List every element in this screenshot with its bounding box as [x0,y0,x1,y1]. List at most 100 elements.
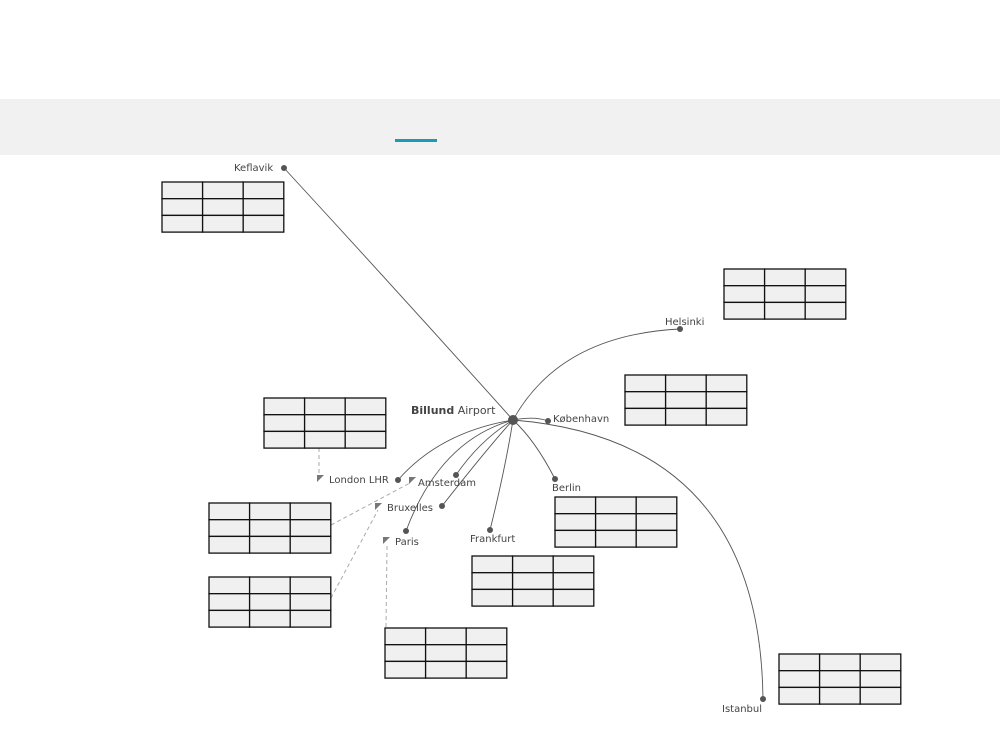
table-cell [635,496,678,515]
header-bar [0,99,1000,155]
info-table-istanbul[interactable] [778,653,902,705]
table-cell [624,391,667,410]
route-keflavik [283,167,514,421]
info-table-k-benhavn[interactable] [624,374,748,426]
airport-dot-bruxelles[interactable] [439,503,445,509]
info-table-frankfurt[interactable] [471,555,595,607]
table-cell [208,609,251,628]
airport-dot-london-lhr[interactable] [395,477,401,483]
info-table-london-lhr[interactable] [263,397,387,449]
table-cell [554,513,597,532]
info-table-bruxelles[interactable] [208,576,332,628]
table-cell [635,513,678,532]
table-cell [465,660,508,679]
table-cell [471,588,514,607]
table-cell [705,374,748,393]
table-cell [242,181,285,200]
table-cell [778,653,821,672]
table-cell [201,181,244,200]
airport-label-frankfurt: Frankfurt [470,534,515,545]
airport-label-istanbul: Istanbul [722,704,762,715]
table-cell [289,535,332,554]
route-paris [405,419,514,532]
table-cell [242,214,285,233]
table-cell [248,502,291,521]
table-cell [465,627,508,646]
table-cell [859,686,902,705]
route-frankfurt [489,419,514,531]
table-cell [778,670,821,689]
info-table-amsterdam[interactable] [208,502,332,554]
flag-marker-icon [375,503,382,510]
table-cell [552,572,595,591]
table-cell [289,502,332,521]
info-table-paris[interactable] [384,627,508,679]
table-cell [161,181,204,200]
airport-dot-paris[interactable] [403,528,409,534]
table-cell [208,535,251,554]
table-cell [635,529,678,548]
flag-marker-icon [383,537,390,544]
hub-label: Billund Airport [411,404,496,417]
table-cell [161,198,204,217]
table-cell [465,644,508,663]
table-cell [248,519,291,538]
table-cell [303,397,346,416]
airport-dot-istanbul[interactable] [760,696,766,702]
table-cell [248,609,291,628]
table-cell [511,572,554,591]
table-cell [384,644,427,663]
airport-dot-k-benhavn[interactable] [545,418,551,424]
route-istanbul [512,419,764,700]
table-cell [859,670,902,689]
airport-dot-keflavik[interactable] [281,165,287,171]
leader-line-amsterdam [330,482,411,526]
hub-dot[interactable] [508,415,518,425]
table-cell [248,593,291,612]
table-cell [818,653,861,672]
airport-label-bruxelles: Bruxelles [387,503,433,514]
table-cell [289,576,332,595]
table-cell [763,285,806,304]
table-cell [778,686,821,705]
table-cell [511,588,554,607]
info-table-berlin[interactable] [554,496,678,548]
table-cell [554,529,597,548]
table-cell [624,407,667,426]
table-cell [664,391,707,410]
table-cell [201,198,244,217]
leader-line-bruxelles [330,509,379,599]
info-table-helsinki[interactable] [723,268,847,320]
table-cell [161,214,204,233]
route-amsterdam [455,419,514,476]
airport-dot-berlin[interactable] [552,476,558,482]
route-london-lhr [397,419,514,481]
airport-label-keflavik: Keflavik [234,163,273,174]
table-cell [763,301,806,320]
table-cell [248,535,291,554]
flag-marker-icon [409,477,416,484]
table-cell [208,576,251,595]
table-cell [594,529,637,548]
table-cell [201,214,244,233]
table-cell [344,397,387,416]
table-cell [208,519,251,538]
table-cell [289,519,332,538]
table-cell [384,660,427,679]
table-cell [664,407,707,426]
table-cell [705,391,748,410]
airport-dot-frankfurt[interactable] [487,527,493,533]
airport-dot-helsinki[interactable] [677,326,683,332]
airport-dot-amsterdam[interactable] [453,472,459,478]
table-cell [723,268,766,287]
active-tab-indicator[interactable] [395,139,437,142]
table-cell [263,414,306,433]
info-table-keflavik[interactable] [161,181,285,233]
table-cell [424,627,467,646]
route-berlin [512,419,556,480]
airport-label-paris: Paris [395,537,419,548]
table-cell [818,670,861,689]
table-cell [594,496,637,515]
table-cell [624,374,667,393]
